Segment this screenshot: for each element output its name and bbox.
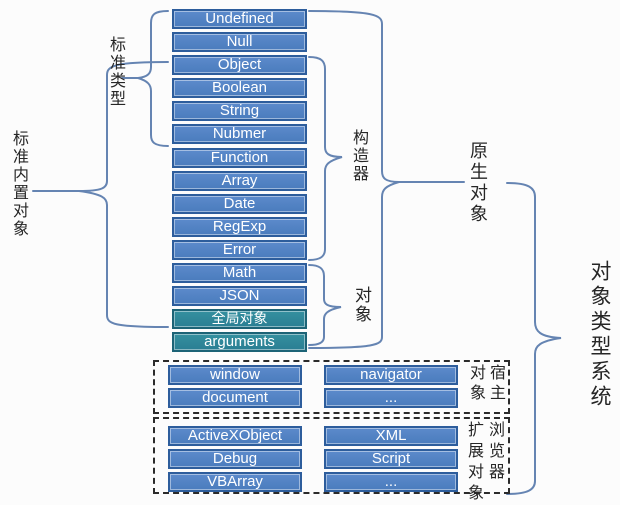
box-vbarray: VBArray [168,472,302,492]
host-objects-left-column: window document [168,365,302,408]
label-browser-extension-objects: 浏览器 扩展对象 [463,421,505,505]
extension-left-column: ActiveXObject Debug VBArray [168,426,302,492]
box-debug: Debug [168,449,302,469]
label-standard-builtin-objects: 标准内置对象 [10,130,27,238]
label-host-objects: 宿主 对象 [465,364,505,404]
label-browser-extension-line2: 扩展对象 [465,421,482,505]
label-objects: 对象 [352,286,371,324]
box-date: Date [172,193,307,214]
label-object-type-system: 对象类型系统 [588,260,611,410]
brace-object-type-system [506,182,562,495]
box-regexp: RegExp [172,216,307,237]
type-box-stack: Undefined Null Object Boolean String Nub… [172,9,307,353]
brace-native-objects [308,10,465,349]
box-number: Nubmer [172,124,307,145]
label-host-objects-line2: 对象 [467,364,484,404]
box-arguments: arguments [172,332,307,353]
box-object: Object [172,55,307,76]
box-navigator: navigator [324,365,458,385]
brace-constructors [308,56,343,261]
label-native-objects: 原生对象 [468,141,488,225]
box-global-object: 全局对象 [172,309,307,330]
box-array: Array [172,170,307,191]
box-error: Error [172,239,307,260]
box-host-ellipsis: ... [324,388,458,408]
box-undefined: Undefined [172,9,307,29]
box-math: Math [172,263,307,284]
box-json: JSON [172,286,307,307]
box-activexobject: ActiveXObject [168,426,302,446]
box-xml: XML [324,426,458,446]
brace-standard-builtin [32,61,169,328]
brace-standard-types [121,10,169,147]
label-constructors: 构造器 [350,129,367,183]
box-document: document [168,388,302,408]
label-standard-types: 标准类型 [107,36,124,108]
label-browser-extension-line1: 浏览器 [486,421,503,484]
box-window: window [168,365,302,385]
label-host-objects-line1: 宿主 [487,364,504,404]
box-script: Script [324,449,458,469]
box-function: Function [172,147,307,168]
box-null: Null [172,32,307,53]
box-boolean: Boolean [172,78,307,99]
box-string: String [172,101,307,122]
host-objects-right-column: navigator ... [324,365,458,408]
extension-right-column: XML Script ... [324,426,458,492]
box-ext-ellipsis: ... [324,472,458,492]
brace-objects [308,264,342,346]
